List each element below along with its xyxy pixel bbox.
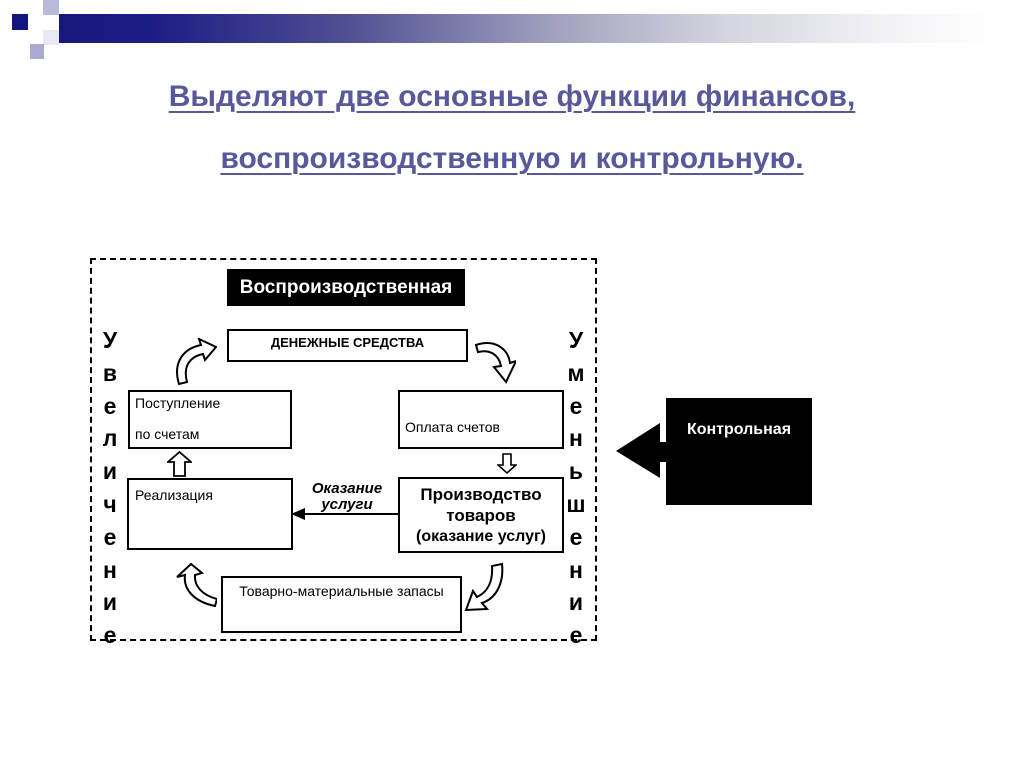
inventory-box: Товарно-материальные запасы — [221, 576, 462, 633]
cash-funds-box: ДЕНЕЖНЫЕ СРЕДСТВА — [227, 329, 468, 362]
rail-letter: и — [568, 589, 584, 616]
reproductive-function-box: Воспроизводственная — [227, 269, 465, 306]
rail-letter: ш — [566, 490, 586, 517]
curved-arrow-down-left-icon — [464, 562, 504, 611]
rail-letter: и — [102, 589, 118, 616]
rail-letter: У — [102, 327, 118, 353]
curved-arrow-up-left-icon — [176, 563, 217, 607]
down-block-arrow-icon — [497, 453, 517, 474]
rail-letter: У — [568, 327, 584, 353]
increase-rail: У в е л и ч е н и е — [97, 324, 123, 652]
up-block-arrow-icon — [167, 451, 192, 477]
corner-square-icon — [30, 44, 44, 59]
production-line1: Производство — [420, 485, 542, 504]
rail-letter: е — [569, 392, 583, 419]
page-title-line2: воспроизводственную и контрольную. — [220, 142, 804, 175]
rail-letter: л — [102, 425, 118, 452]
account-receipts-box: Поступление по счетам — [128, 390, 292, 449]
service-arrow-line — [303, 513, 398, 515]
header-gradient-bar — [59, 14, 1014, 43]
corner-square-icon — [12, 14, 28, 30]
corner-square-icon — [43, 30, 59, 45]
rail-letter: н — [569, 425, 583, 452]
rail-letter: н — [103, 556, 117, 583]
diagram-frame — [90, 258, 597, 641]
rail-letter: ь — [568, 458, 584, 485]
curved-arrow-down-icon — [474, 342, 516, 384]
service-arrow-label: Оказание услуги — [302, 481, 392, 513]
cash-funds-label: ДЕНЕЖНЫЕ СРЕДСТВА — [270, 335, 425, 350]
reproductive-function-label: Воспроизводственная — [239, 276, 453, 298]
account-receipts-line1: Поступление — [135, 395, 221, 411]
rail-letter: е — [103, 392, 117, 419]
production-box: Производство товаров (оказание услуг) — [398, 477, 564, 553]
rail-letter: в — [102, 359, 118, 386]
bill-payment-label: Оплата счетов — [405, 419, 500, 435]
rail-letter: м — [567, 359, 585, 386]
sales-label: Реализация — [135, 487, 213, 503]
page-title: Выделяют две основные функции финансов, … — [0, 66, 1024, 190]
rail-letter: н — [569, 556, 583, 583]
service-arrow-label-line2: услуги — [321, 496, 373, 513]
control-function-box: Контрольная — [666, 398, 812, 505]
rail-letter: ч — [103, 490, 117, 517]
rail-letter: е — [103, 622, 117, 649]
control-function-label: Контрольная — [686, 421, 792, 438]
decrease-rail: У м е н ь ш е н и е — [563, 324, 589, 652]
sales-box: Реализация — [127, 478, 293, 550]
production-line3: (оказание услуг) — [416, 528, 546, 545]
account-receipts-line2: по счетам — [135, 426, 200, 442]
inventory-label: Товарно-материальные запасы — [239, 583, 444, 599]
curved-arrow-up-right-icon — [176, 338, 217, 385]
left-arrowhead-icon — [291, 508, 305, 520]
production-line2: товаров — [446, 506, 516, 525]
page-title-line1: Выделяют две основные функции финансов, — [168, 80, 856, 113]
corner-square-icon — [43, 0, 59, 15]
rail-letter: е — [103, 523, 117, 550]
bill-payment-box: Оплата счетов — [398, 390, 564, 449]
service-arrow-label-line1: Оказание — [311, 480, 383, 497]
rail-letter: е — [569, 622, 583, 649]
left-block-arrow-icon — [616, 423, 668, 478]
rail-letter: и — [102, 458, 118, 485]
rail-letter: е — [569, 523, 583, 550]
